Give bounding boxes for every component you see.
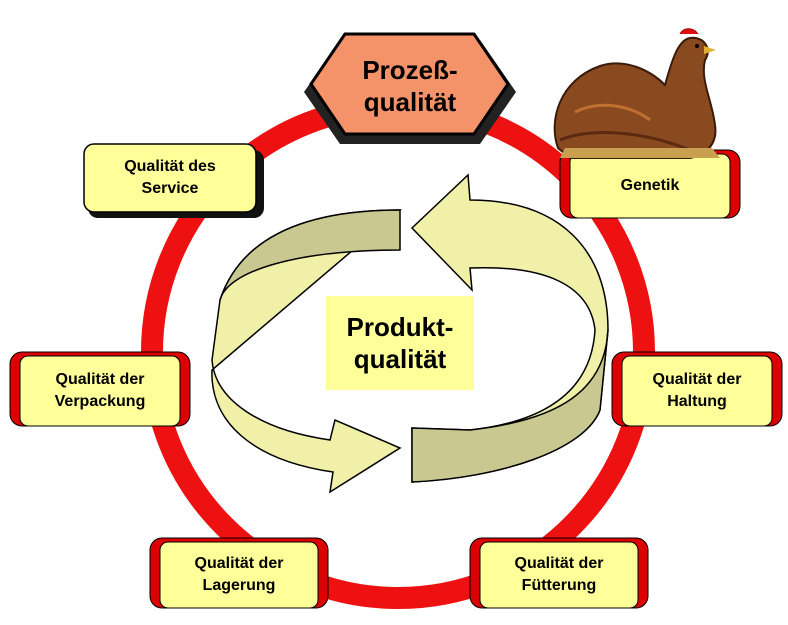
- center-box: [326, 296, 474, 390]
- node-genetik: Genetik: [620, 177, 680, 195]
- top-label: Prozeß- qualität: [362, 54, 458, 118]
- node-verpackung: Qualität der Verpackung: [54, 371, 146, 410]
- node-service: Qualität des Service: [124, 158, 216, 197]
- center-label: Produkt- qualität: [346, 311, 454, 375]
- hen-icon: [553, 28, 720, 159]
- node-lagerung: Qualität der Lagerung: [194, 555, 284, 594]
- process-hexagon: [304, 32, 516, 144]
- node-haltung: Qualität der Haltung: [652, 371, 742, 410]
- cycle-arrows: [211, 173, 609, 494]
- node-fuetterung: Qualität der Fütterung: [514, 555, 604, 594]
